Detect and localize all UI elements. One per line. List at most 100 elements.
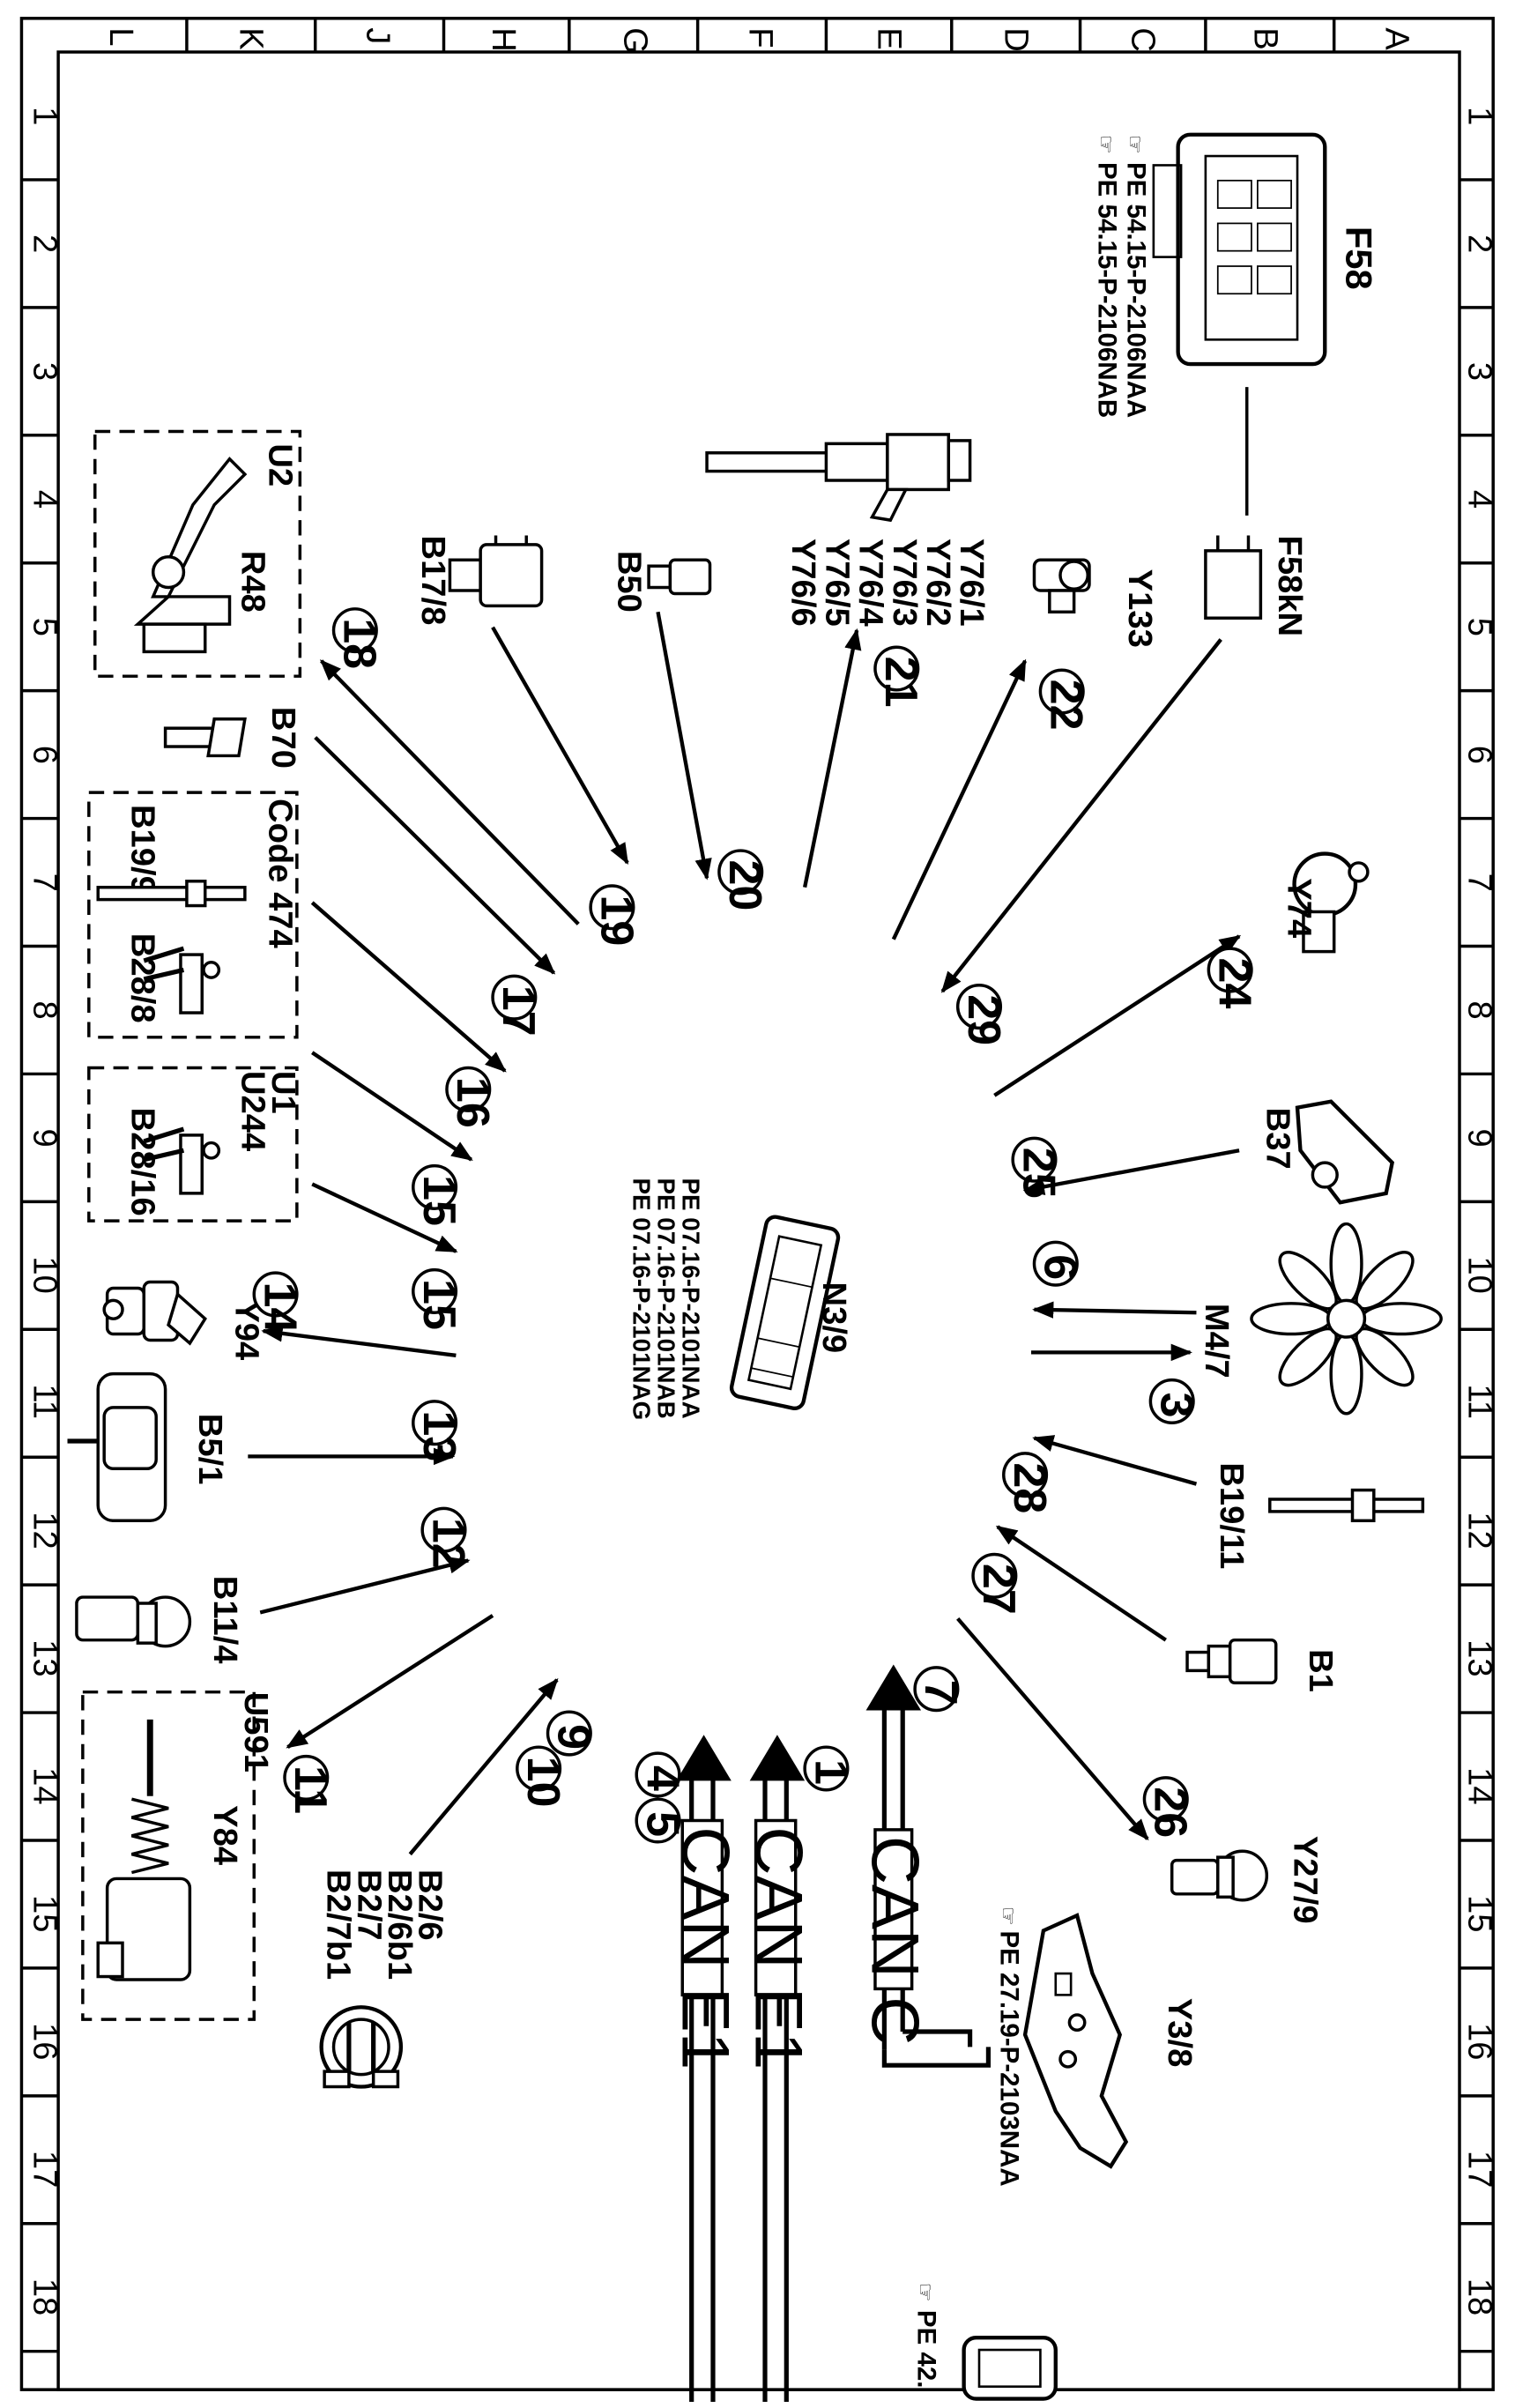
number-5: 5 [635,1797,687,1844]
row-label-left: 10 [26,1256,63,1293]
col-label-h: H [485,27,523,52]
arrow-15a [311,1051,473,1162]
can-e1-b-label: CAN E1 [667,1826,742,2070]
group-u1-u244: U1 U244 B28/16 [87,1066,302,1223]
number-16: 16 [445,1066,498,1128]
row-label-right: 7 [1460,873,1498,892]
arrow-24 [993,934,1242,1097]
svg-text:10: 10 [517,1757,568,1808]
arrow-16 [310,901,507,1073]
number-25: 25 [1011,1136,1064,1199]
bus-can-e1-a: CAN E1 [741,1735,816,2403]
svg-text:5: 5 [636,1811,687,1837]
n3-9-ref-3: PE 07.16-P-2101NAG [628,1178,656,1420]
sensor-b37: B37 [1259,1099,1394,1205]
row-label-left: 12 [26,1512,63,1549]
row-label-right: 9 [1460,1128,1498,1147]
col-label-c: C [1125,27,1162,52]
svg-text:9: 9 [548,1724,599,1750]
svg-text:14: 14 [254,1282,305,1334]
y84-label: Y84 [206,1805,244,1866]
fuse-box-f58: F58 PE 54.15-P-2106NAA PE 54.15-P-2106NA… [1092,132,1380,418]
row-label-left: 11 [26,1384,63,1419]
valve-y133: Y133 [1032,558,1159,648]
svg-text:19: 19 [590,895,642,946]
row-label-right: 8 [1460,1001,1498,1020]
partial-component-bottom: PE 42. ☞ [912,2283,1058,2401]
sensor-b70: B70 [163,707,302,769]
arrow-22 [891,658,1028,940]
row-label-left: 14 [26,1767,63,1804]
arrow-20 [656,611,712,881]
svg-text:17: 17 [493,985,544,1037]
svg-text:3: 3 [1151,1392,1202,1417]
col-label-f: F [742,27,780,48]
f58-label: F58 [1339,227,1380,290]
y76-2-label: Y76/2 [919,539,957,627]
svg-text:24: 24 [1209,958,1260,1009]
svg-text:16: 16 [447,1077,498,1128]
row-label-right: 12 [1460,1512,1498,1549]
sensor-b50: B50 [610,551,712,613]
arrow-26 [956,1616,1149,1841]
number-17: 17 [491,974,544,1037]
y76-3-label: Y76/3 [886,539,924,627]
b17-8-label: B17/8 [414,535,452,625]
number-3: 3 [1148,1378,1202,1424]
row-label-left: 6 [26,746,63,764]
u591-label: U591 [237,1692,275,1773]
svg-text:26: 26 [1145,1787,1196,1838]
b19-9-label: B19/9 [123,805,161,895]
sensor-b5-1: B5/1 [67,1371,229,1523]
row-label-left: 4 [26,490,63,509]
row-label-right: 4 [1460,490,1498,509]
col-label-k: K [233,27,271,50]
number-14: 14 [252,1271,305,1334]
arrow-17 [314,736,556,975]
arrow-19 [491,626,629,866]
b2-6b1-label: B2/6b1 [381,1869,419,1980]
y74-label: Y74 [1281,878,1318,939]
f58kn-label: F58kN [1271,535,1309,636]
number-28: 28 [1002,1452,1055,1513]
ref-hand-icon: ☞ [1093,135,1117,154]
number-10: 10 [516,1745,568,1808]
group-u2: U2 R48 [93,429,302,678]
row-label-right: 16 [1460,2023,1498,2060]
number-6: 6 [1032,1240,1086,1287]
y27-9-label: Y27/9 [1287,1836,1325,1924]
svg-text:27: 27 [973,1564,1024,1615]
row-label-right: 17 [1460,2151,1498,2188]
row-label-left: 15 [26,1895,63,1932]
y76-5-label: Y76/5 [818,539,856,627]
ref-hand-icon: ☞ [913,2283,937,2302]
arrow-27 [995,1525,1167,1642]
number-20: 20 [717,849,770,910]
number-22: 22 [1038,668,1092,731]
y133-label: Y133 [1121,569,1159,648]
b19-11-label: B19/11 [1213,1462,1251,1569]
column-labels: A B C D E F G H J K L [102,27,1416,54]
b2-7b1-label: B2/7b1 [320,1869,358,1980]
valve-y94: Y94 [102,1280,265,1361]
row-label-left: 7 [26,873,63,892]
number-29: 29 [955,984,1009,1045]
number-19: 19 [589,884,642,946]
row-label-right: 11 [1460,1384,1498,1419]
svg-text:21: 21 [875,657,926,708]
arrow-18 [319,659,580,925]
arrow-29 [940,638,1222,993]
row-label-right: 2 [1460,234,1498,253]
f58-ref-1: PE 54.15-P-2106NAA [1121,162,1150,418]
injector-y76: Y76/1 Y76/2 Y76/3 Y76/4 Y76/5 Y76/6 [705,433,991,627]
n3-9-label: N3/9 [815,1282,853,1354]
arrow-15b [311,1182,458,1253]
r48-label: R48 [234,551,271,613]
number-15a: 15 [412,1163,464,1226]
row-label-left: 1 [26,107,63,125]
fan-m4-7: M4/7 [1198,1222,1443,1416]
col-label-d: D [998,27,1036,52]
